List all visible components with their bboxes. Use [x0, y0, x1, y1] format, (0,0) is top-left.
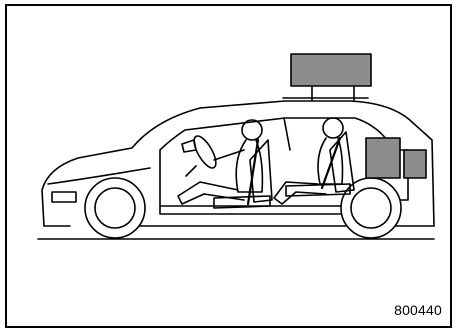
headlight [52, 192, 76, 202]
passenger-head [323, 118, 343, 138]
steering-column [186, 166, 196, 176]
figure-id-label: 800440 [394, 302, 442, 318]
cargo-box-small [404, 150, 426, 178]
car-hood-line [48, 168, 150, 184]
driver-leg [178, 182, 244, 204]
passenger-torso [318, 138, 343, 184]
passenger-seatbelt [322, 138, 340, 188]
driver-torso [236, 140, 262, 192]
steering-wheel [190, 133, 220, 171]
driver-head [242, 120, 262, 140]
roof-cargo-box [291, 54, 371, 86]
b-pillar [284, 118, 290, 150]
front-wheel-outer [85, 178, 145, 238]
cargo-box-large [366, 138, 400, 178]
